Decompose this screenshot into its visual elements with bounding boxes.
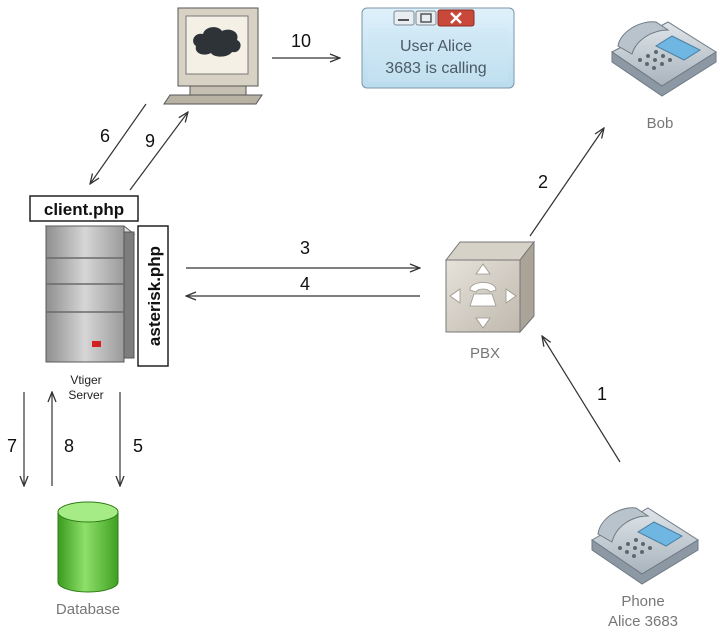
arrow-step-2 — [529, 128, 604, 237]
step-label-4: 4 — [300, 274, 310, 294]
maximize-icon — [420, 13, 432, 23]
minimize-button[interactable] — [393, 10, 415, 26]
step-label-9: 9 — [145, 131, 155, 151]
step-label-5: 5 — [133, 436, 143, 456]
asterisk-php-box — [137, 225, 169, 367]
pbx-label: PBX — [470, 345, 500, 362]
arrow-step-1 — [542, 336, 621, 463]
client-php-box — [29, 195, 139, 222]
incoming-call-popup — [361, 7, 515, 89]
step-label-2: 2 — [538, 172, 548, 192]
step-label-10: 10 — [291, 31, 311, 51]
client-php-label: client.php — [44, 200, 124, 219]
step-label-6: 6 — [100, 126, 110, 146]
maximize-button[interactable] — [415, 10, 437, 26]
arrow-step-6 — [90, 103, 147, 184]
step-label-3: 3 — [300, 238, 310, 258]
arrow-step-9 — [129, 112, 188, 191]
database-label: Database — [56, 601, 120, 618]
desk-phone-icon — [591, 507, 699, 585]
step-label-1: 1 — [597, 384, 607, 404]
asterisk-php-label: asterisk.php — [145, 246, 164, 346]
vtiger-label-2: Server — [68, 388, 103, 402]
popup-line-1: User Alice — [400, 38, 472, 55]
minimize-icon — [398, 19, 409, 21]
bob-label: Bob — [647, 115, 674, 132]
close-icon — [450, 12, 462, 24]
server-icon — [44, 225, 136, 363]
step-label-7: 7 — [7, 436, 17, 456]
database-icon — [57, 501, 119, 593]
phone-label-1: Phone — [621, 593, 664, 610]
vtiger-label-1: Vtiger — [70, 373, 101, 387]
popup-line-2: 3683 is calling — [385, 60, 486, 77]
step-label-8: 8 — [64, 436, 74, 456]
phone-label-2: Alice 3683 — [608, 613, 678, 630]
pbx-icon — [444, 240, 536, 334]
monitor-icon — [163, 7, 263, 105]
desk-phone-icon — [611, 21, 717, 97]
